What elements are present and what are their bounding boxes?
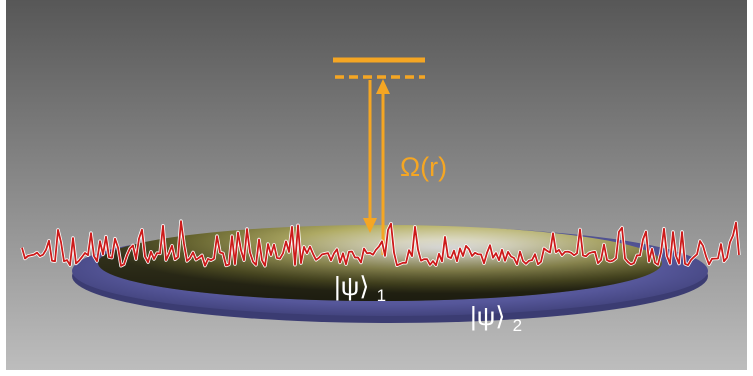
noise-trace-group: [20, 219, 741, 268]
up-arrow-head: [376, 79, 390, 94]
rabi-frequency-label: Ω(r): [400, 152, 447, 182]
down-arrow-head: [363, 218, 377, 233]
state-2-subscript: 2: [513, 316, 522, 335]
state-2-label: |ψ⟩: [470, 301, 505, 331]
svg-text:|ψ⟩ 1: |ψ⟩ 1: [334, 271, 386, 305]
svg-text:|ψ⟩ 2: |ψ⟩ 2: [470, 301, 522, 335]
state-1-label: |ψ⟩: [334, 271, 369, 301]
noise-trace: [21, 220, 740, 267]
state-1-subscript: 1: [377, 286, 386, 305]
